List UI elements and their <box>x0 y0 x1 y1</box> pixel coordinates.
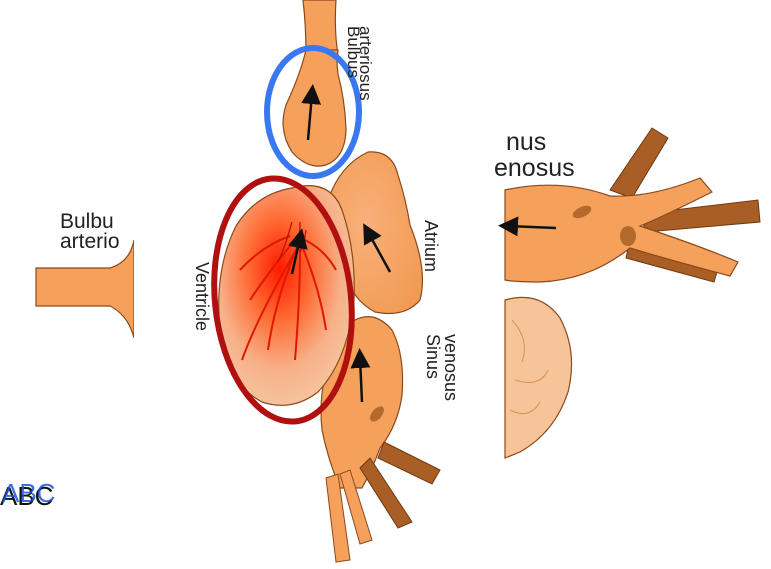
atrium-label: Atrium <box>421 220 441 272</box>
right-ventricle-fragment <box>505 297 572 458</box>
left-bulbus-vessel <box>36 240 134 338</box>
ventricle-label: Ventricle <box>192 262 212 331</box>
right-sinus-spot-b <box>620 226 636 246</box>
left-fragment-panel: Bulbu arterio <box>36 210 134 338</box>
right-vessel-upper <box>610 128 668 198</box>
abc-label-blue: ABC <box>2 478 55 508</box>
left-bulbus-label: Bulbu arterio <box>60 210 120 253</box>
right-fragment-panel: nus enosus <box>494 128 760 458</box>
right-sinus-label: nus enosus <box>494 128 575 182</box>
